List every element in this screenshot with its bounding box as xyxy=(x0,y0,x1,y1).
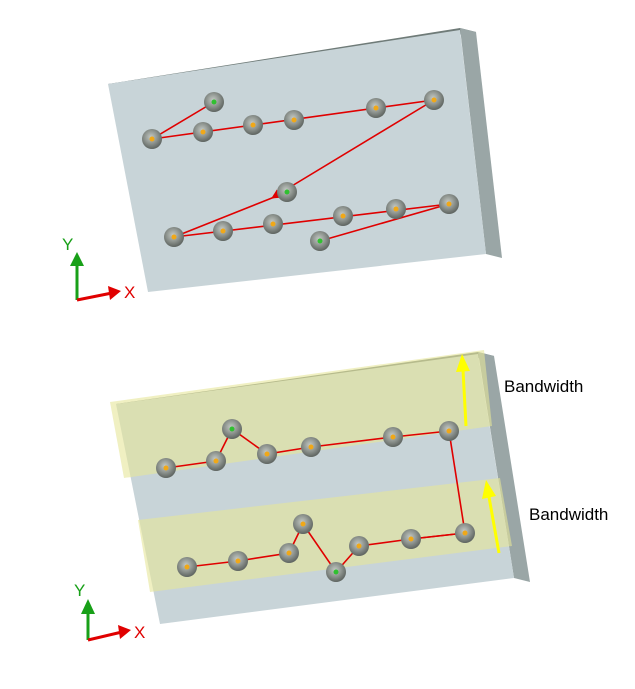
bottom-axis-triad: Y X xyxy=(74,581,145,642)
bandwidth-arrow-lower xyxy=(482,480,501,554)
hole xyxy=(279,543,299,563)
hole xyxy=(277,182,297,202)
hole xyxy=(193,122,213,142)
bandwidth-label-upper: Bandwidth xyxy=(504,377,583,396)
hole xyxy=(326,562,346,582)
y-axis-label: Y xyxy=(74,581,85,600)
bandwidth-arrow-upper xyxy=(456,354,470,427)
hole xyxy=(243,115,263,135)
bandwidth-band-upper xyxy=(110,350,492,478)
top-axis-triad: Y X xyxy=(62,235,135,302)
hole xyxy=(310,231,330,251)
hole xyxy=(424,90,444,110)
hole xyxy=(383,427,403,447)
hole xyxy=(301,437,321,457)
hole xyxy=(206,451,226,471)
hole xyxy=(213,221,233,241)
hole xyxy=(386,199,406,219)
bottom-plate-side-face xyxy=(478,352,530,582)
x-axis-label: X xyxy=(124,283,135,302)
bottom-holes xyxy=(156,419,475,582)
hole xyxy=(284,110,304,130)
hole xyxy=(228,551,248,571)
bandwidth-label-lower: Bandwidth xyxy=(529,505,608,524)
hole xyxy=(333,206,353,226)
top-plate-side-face xyxy=(460,28,502,258)
hole xyxy=(366,98,386,118)
hole xyxy=(204,92,224,112)
hole xyxy=(401,529,421,549)
hole xyxy=(439,194,459,214)
hole xyxy=(257,444,277,464)
top-diagram: Y X xyxy=(62,28,502,302)
hole xyxy=(455,523,475,543)
bottom-diagram: Bandwidth Bandwidth Y X xyxy=(74,350,608,642)
hole xyxy=(142,129,162,149)
top-plate-face xyxy=(108,30,486,292)
hole xyxy=(177,557,197,577)
hole xyxy=(293,514,313,534)
hole xyxy=(156,458,176,478)
x-axis-label: X xyxy=(134,623,145,642)
hole xyxy=(263,214,283,234)
hole xyxy=(439,421,459,441)
hole xyxy=(349,536,369,556)
hole xyxy=(164,227,184,247)
y-axis-label: Y xyxy=(62,235,73,254)
top-holes xyxy=(142,90,459,251)
hole xyxy=(222,419,242,439)
